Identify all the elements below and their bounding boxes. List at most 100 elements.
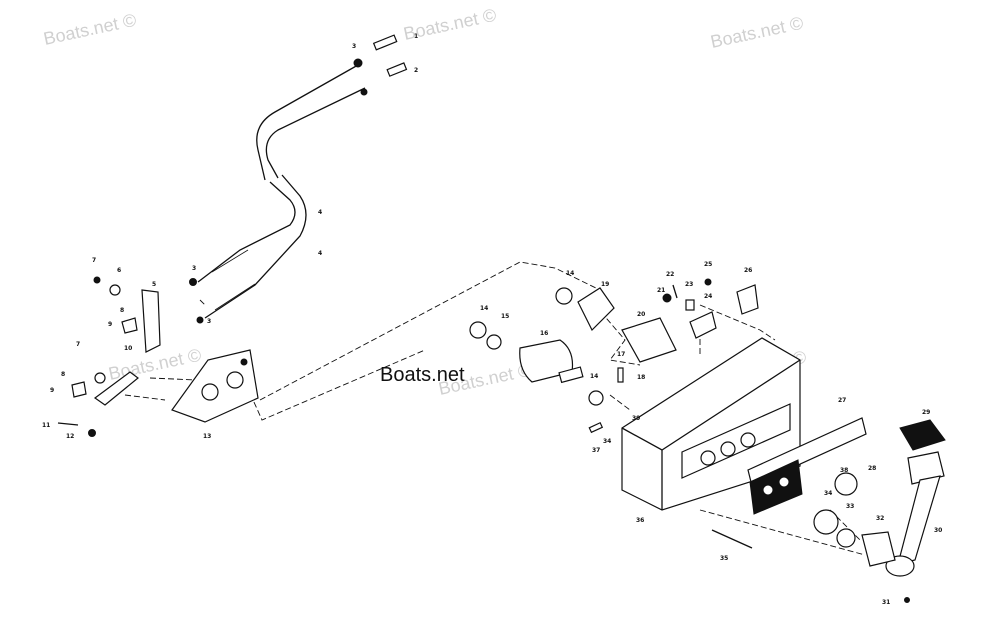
callout: 10 (124, 345, 132, 352)
control-cable (197, 181, 296, 283)
bushing (813, 509, 839, 535)
nut (360, 88, 368, 96)
plate-hole (201, 383, 219, 401)
nut (353, 58, 363, 68)
callout: 13 (203, 433, 211, 440)
nut (196, 316, 204, 324)
handle-arm (897, 475, 941, 565)
cable-end (386, 62, 408, 77)
callout: 4 (318, 209, 322, 216)
callout: 24 (704, 293, 712, 300)
callout: 39 (632, 415, 640, 422)
retainer (121, 317, 138, 334)
callout: 34 (824, 490, 832, 497)
detent-block (577, 287, 615, 332)
callout: 29 (922, 409, 930, 416)
control-cable (256, 64, 359, 181)
callout: 17 (617, 351, 625, 358)
callout: 5 (152, 281, 156, 288)
long-bolt (711, 529, 753, 549)
clip (736, 284, 759, 315)
callout: 4 (318, 250, 322, 257)
spring (685, 299, 695, 311)
washer (109, 284, 121, 296)
callout: 8 (61, 371, 65, 378)
callout: 9 (108, 321, 112, 328)
callout: 37 (592, 447, 600, 454)
screw (904, 597, 910, 603)
screw (672, 284, 678, 299)
nut (189, 278, 197, 286)
callout: 3 (352, 43, 356, 50)
insert-hole (778, 476, 790, 488)
washer (94, 372, 106, 384)
watermark: Boats.net © (42, 10, 138, 49)
callout: 15 (501, 313, 509, 320)
panel-hole (740, 432, 756, 448)
bushing (588, 390, 604, 406)
retainer (71, 381, 87, 398)
callout: 8 (120, 307, 124, 314)
bolt (57, 422, 79, 426)
assembly-line (594, 304, 641, 366)
lever-arm (93, 371, 139, 406)
callout: 9 (50, 387, 54, 394)
control-cable (265, 87, 366, 179)
callout: 31 (882, 599, 890, 606)
callout: 34 (603, 438, 611, 445)
callout: 26 (744, 267, 752, 274)
callout: 14 (590, 373, 598, 380)
callout: 25 (704, 261, 712, 268)
brand-label: Boats.net (380, 364, 465, 386)
insert-hole (762, 484, 774, 496)
o-ring (486, 334, 502, 350)
hub-sleeve (861, 531, 896, 567)
screw (704, 278, 712, 286)
control-cable (204, 174, 307, 319)
switch-bracket (689, 311, 717, 339)
callout: 16 (540, 330, 548, 337)
plate-hole (226, 371, 244, 389)
callout: 38 (840, 467, 848, 474)
assembly-line (829, 509, 861, 541)
panel-hole (720, 441, 736, 457)
bushing (555, 287, 573, 305)
assembly-line (259, 261, 601, 401)
bushing (469, 321, 487, 339)
callout: 7 (76, 341, 80, 348)
callout: 2 (414, 67, 418, 74)
handle-grip (899, 419, 946, 451)
assembly-line (124, 394, 166, 401)
plate-hole (240, 358, 248, 366)
knob-cap (834, 472, 858, 496)
spring (617, 367, 624, 383)
callout: 6 (117, 267, 121, 274)
shaft-end (558, 366, 584, 384)
callout: 1 (414, 33, 418, 40)
cable-end (372, 34, 398, 51)
callout: 35 (720, 555, 728, 562)
callout: 12 (66, 433, 74, 440)
callout: 3 (207, 318, 211, 325)
screw (662, 293, 672, 303)
assembly-line (609, 394, 631, 411)
callout: 33 (846, 503, 854, 510)
washer (836, 528, 856, 548)
handle-base (907, 451, 945, 485)
callout: 23 (685, 281, 693, 288)
assembly-line (699, 509, 866, 556)
callout: 27 (838, 397, 846, 404)
callout: 18 (637, 374, 645, 381)
screw (93, 276, 101, 284)
cable-rod (211, 249, 249, 273)
callout: 3 (192, 265, 196, 272)
assembly-line (699, 304, 776, 341)
callout: 30 (934, 527, 942, 534)
callout: 28 (868, 465, 876, 472)
callout: 7 (92, 257, 96, 264)
lock-nut (88, 429, 96, 437)
callout: 14 (566, 270, 574, 277)
plunger (621, 317, 677, 363)
